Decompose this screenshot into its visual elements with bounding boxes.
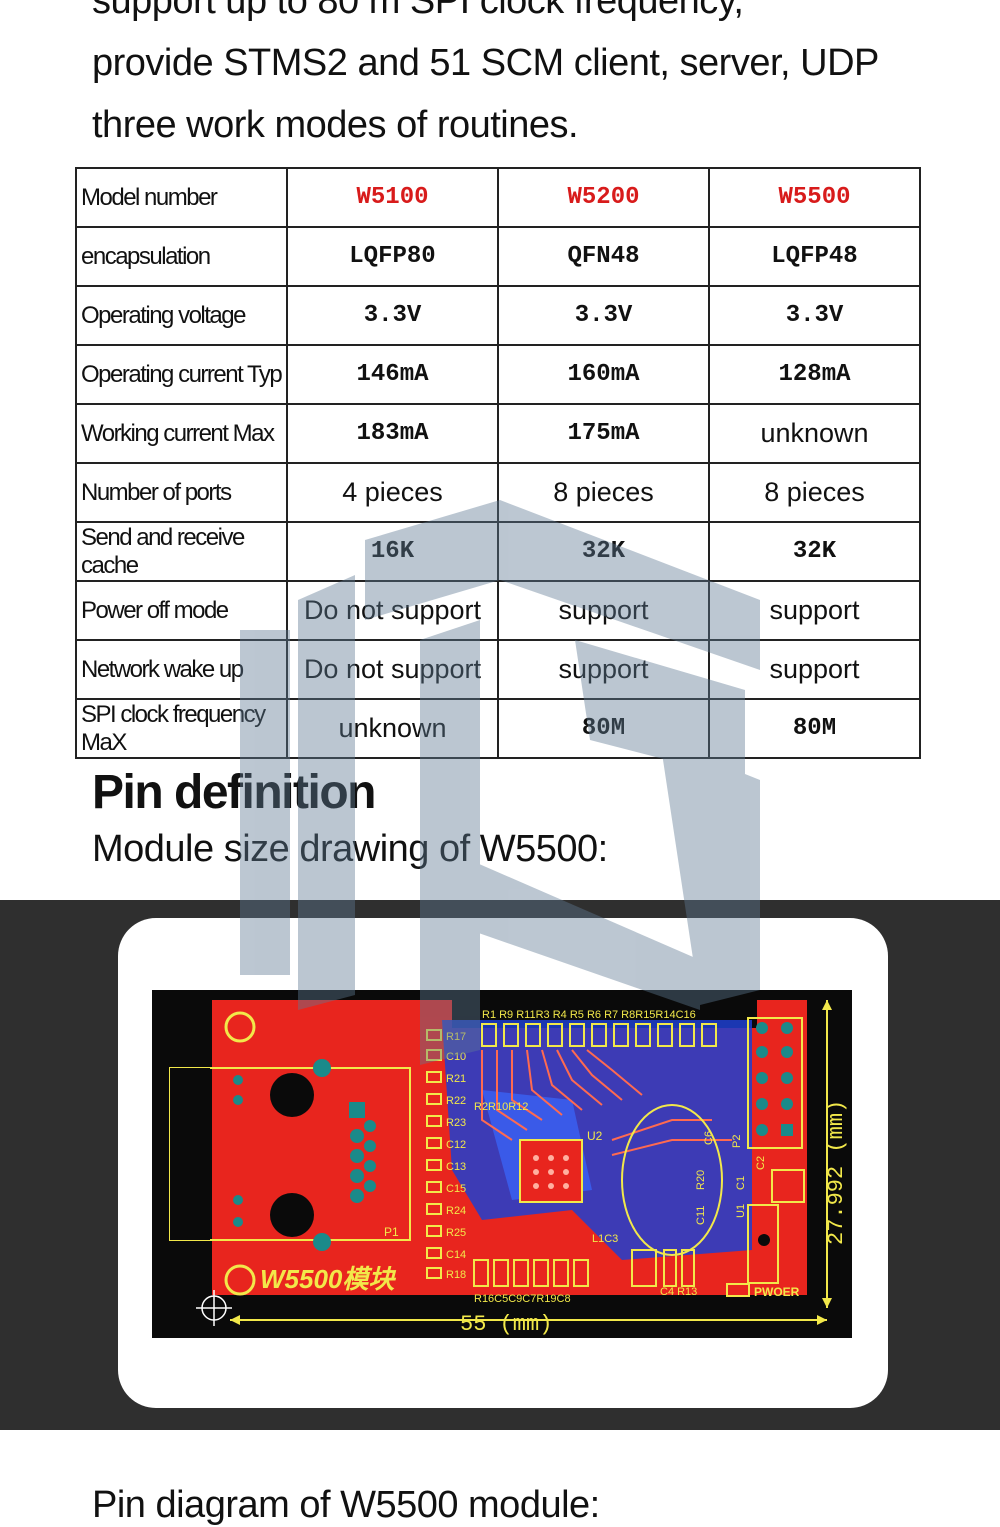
row-label: Number of ports <box>75 462 288 523</box>
table-cell: 8 pieces <box>708 462 921 523</box>
w5500-board-drawing: W5500模块 55 (mm) 27.992 (mm) U2 P1 PWOER … <box>152 990 852 1338</box>
table-row: Operating voltage 3.3V 3.3V 3.3V <box>75 285 921 346</box>
row-label: Operating voltage <box>75 285 288 346</box>
component-label: R20 <box>695 1170 707 1190</box>
component-label: C12 <box>446 1139 466 1151</box>
table-cell: 175mA <box>497 403 710 464</box>
intro-line: provide STMS2 and 51 SCM client, server,… <box>92 42 879 84</box>
table-cell: QFN48 <box>497 226 710 287</box>
component-label: R22 <box>446 1095 466 1107</box>
table-cell: LQFP80 <box>286 226 499 287</box>
table-cell: 4 pieces <box>286 462 499 523</box>
table-cell: 3.3V <box>497 285 710 346</box>
width-dimension: 55 (mm) <box>460 1312 552 1337</box>
row-label: encapsulation <box>75 226 288 287</box>
table-cell: 183mA <box>286 403 499 464</box>
row-label: Power off mode <box>75 580 288 641</box>
row-label: Working current Max <box>75 403 288 464</box>
component-label: C4 R13 <box>660 1286 697 1298</box>
component-label: P2 <box>731 1135 743 1148</box>
table-cell: 8 pieces <box>497 462 710 523</box>
chip-comparison-table: Model number W5100 W5200 W5500 encapsula… <box>75 167 921 759</box>
component-label: C10 <box>446 1051 466 1063</box>
component-label: C11 <box>695 1206 707 1225</box>
intro-line: support up to 80 m SPI clock frequency, <box>92 0 744 22</box>
header-col: W5500 <box>708 167 921 228</box>
table-cell: 160mA <box>497 344 710 405</box>
table-cell: 80M <box>497 698 710 759</box>
table-cell: Do not support <box>286 639 499 700</box>
component-label: C14 <box>446 1249 466 1261</box>
table-header-row: Model number W5100 W5200 W5500 <box>75 167 921 228</box>
table-cell: support <box>497 639 710 700</box>
component-label: R23 <box>446 1117 466 1129</box>
table-cell: 16K <box>286 521 499 582</box>
table-cell: unknown <box>708 403 921 464</box>
component-label: R18 <box>446 1269 466 1281</box>
chip-label: U2 <box>587 1129 603 1143</box>
resistor-top-labels: R1 R9 R11R3 R4 R5 R6 R7 R8R15R14C16 <box>482 1009 696 1021</box>
row-label: Send and receive cache <box>75 521 288 582</box>
row-label: Network wake up <box>75 639 288 700</box>
header-label: Model number <box>75 167 288 228</box>
table-row: Power off mode Do not support support su… <box>75 580 921 641</box>
section-title: Pin definition <box>92 766 376 819</box>
table-row: encapsulation LQFP80 QFN48 LQFP48 <box>75 226 921 287</box>
component-label: U1 <box>735 1204 747 1218</box>
connector-label: P1 <box>384 1225 399 1239</box>
table-cell: 3.3V <box>286 285 499 346</box>
table-cell: 3.3V <box>708 285 921 346</box>
intro-line: three work modes of routines. <box>92 104 579 146</box>
component-label: L1C3 <box>592 1233 618 1245</box>
component-label: C6 <box>703 1131 715 1145</box>
table-cell: support <box>497 580 710 641</box>
row-label: SPI clock frequency MaX <box>75 698 288 759</box>
height-dimension: 27.992 (mm) <box>824 1100 849 1245</box>
section-subtitle: Module size drawing of W5500: <box>92 828 608 870</box>
component-label: R24 <box>446 1205 466 1217</box>
component-label: C2 <box>755 1156 767 1170</box>
component-label: R16C5C9C7R19C8 <box>474 1293 571 1305</box>
table-row: Send and receive cache 16K 32K 32K <box>75 521 921 582</box>
row-label: Operating current Typ <box>75 344 288 405</box>
component-label: R2R10R12 <box>474 1101 528 1113</box>
table-cell: 32K <box>708 521 921 582</box>
header-col: W5200 <box>497 167 710 228</box>
component-label: R17 <box>446 1031 466 1043</box>
table-cell: support <box>708 639 921 700</box>
table-cell: 128mA <box>708 344 921 405</box>
table-cell: unknown <box>286 698 499 759</box>
table-cell: Do not support <box>286 580 499 641</box>
power-label: PWOER <box>754 1285 800 1299</box>
pcb-layout-svg: W5500模块 55 (mm) 27.992 (mm) U2 P1 PWOER … <box>169 1000 849 1337</box>
table-cell: support <box>708 580 921 641</box>
table-row: Network wake up Do not support support s… <box>75 639 921 700</box>
table-row: Working current Max 183mA 175mA unknown <box>75 403 921 464</box>
table-cell: LQFP48 <box>708 226 921 287</box>
table-row: Number of ports 4 pieces 8 pieces 8 piec… <box>75 462 921 523</box>
table-row: SPI clock frequency MaX unknown 80M 80M <box>75 698 921 759</box>
module-label: W5500模块 <box>260 1264 396 1294</box>
table-cell: 80M <box>708 698 921 759</box>
component-label: R21 <box>446 1073 466 1085</box>
component-label: C1 <box>735 1176 747 1190</box>
header-col: W5100 <box>286 167 499 228</box>
intro-paragraph: support up to 80 m SPI clock frequency, … <box>92 0 972 156</box>
component-label: C13 <box>446 1161 466 1173</box>
component-label: R25 <box>446 1227 466 1239</box>
table-cell: 32K <box>497 521 710 582</box>
table-cell: 146mA <box>286 344 499 405</box>
pin-diagram-title: Pin diagram of W5500 module: <box>92 1484 600 1526</box>
table-row: Operating current Typ 146mA 160mA 128mA <box>75 344 921 405</box>
component-label: C15 <box>446 1183 466 1195</box>
